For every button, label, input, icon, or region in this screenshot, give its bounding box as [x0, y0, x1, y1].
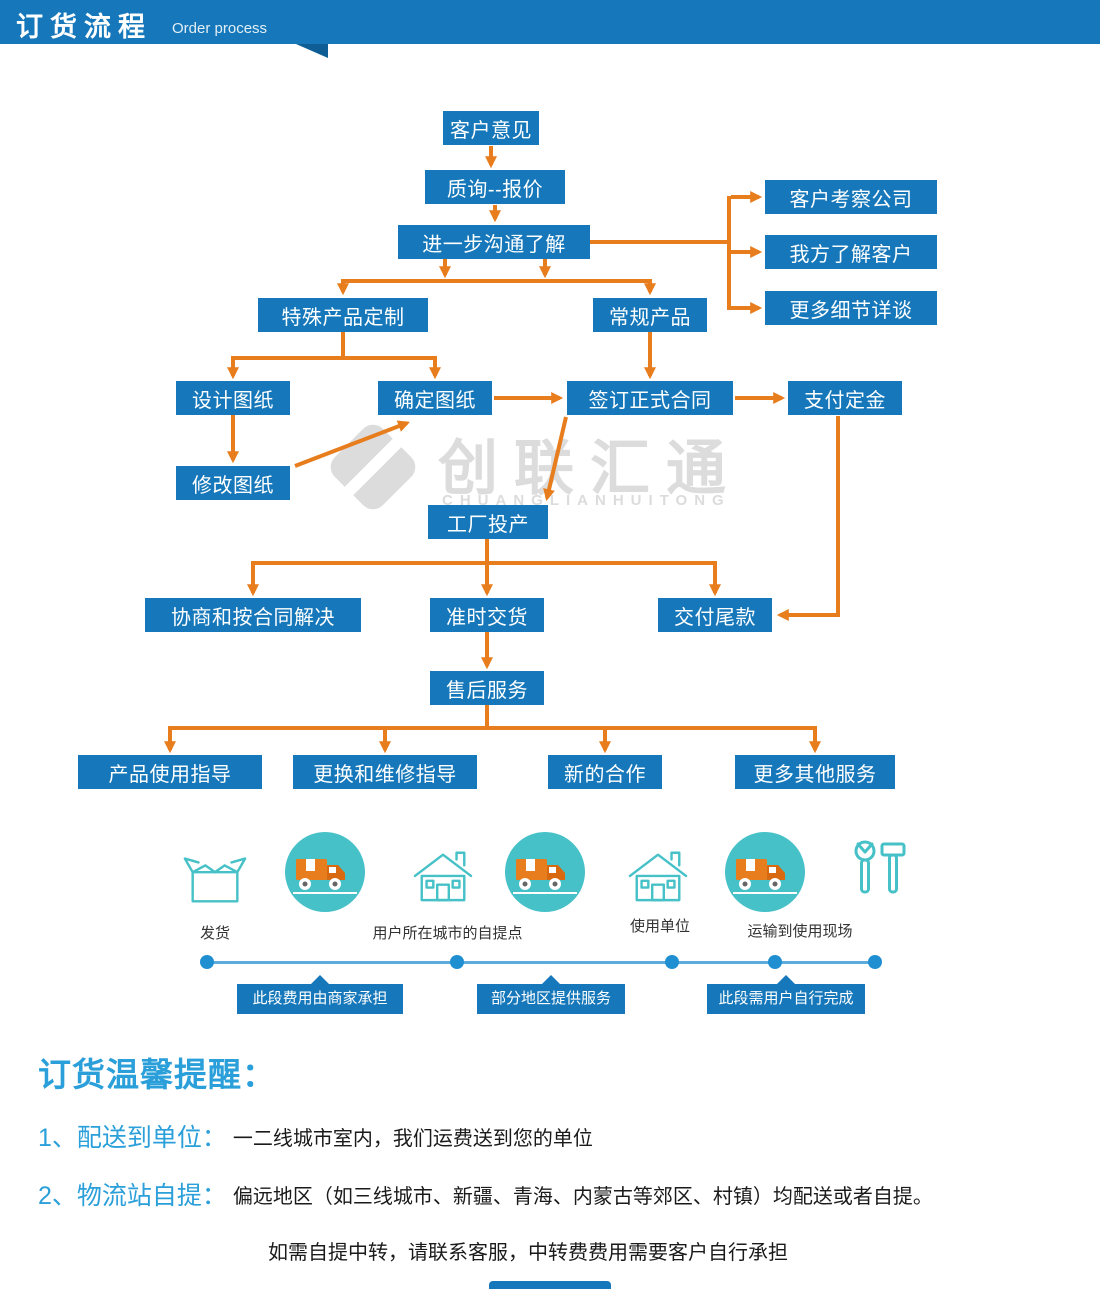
- logistics-label-shipping: 发货: [199, 925, 230, 942]
- flow-node-more-services: 更多其他服务: [735, 755, 895, 789]
- timeline-dot: [450, 955, 464, 969]
- flow-node-further-communication: 进一步沟通了解: [398, 225, 590, 259]
- watermark-subtext: CHUANGLIANHUITONG: [442, 492, 731, 509]
- flow-node-negotiate-contract: 协商和按合同解决: [145, 598, 361, 632]
- notice-item-desc: 一二线城市室内，我们运费送到您的单位: [232, 1127, 593, 1150]
- flow-node-modify-drawing: 修改图纸: [176, 466, 290, 500]
- timeline-dot: [200, 955, 214, 969]
- flow-node-aftersales-service: 售后服务: [430, 671, 544, 705]
- notice-item-pickup: 2、 物流站自提： 偏远地区（如三线城市、新疆、青海、内蒙古等郊区、村镇）均配送…: [38, 1176, 933, 1212]
- notice-item-number: 1、: [38, 1124, 77, 1152]
- ribbon-fold: [296, 44, 328, 58]
- flow-node-usage-guidance: 产品使用指导: [78, 755, 262, 789]
- flow-node-sign-contract: 签订正式合同: [567, 381, 733, 415]
- delivery-truck-icon: [285, 832, 365, 917]
- flow-node-design-drawing: 设计图纸: [176, 381, 290, 415]
- flow-node-ontime-delivery: 准时交货: [430, 598, 544, 632]
- tools-icon: [846, 836, 910, 909]
- logistics-label-pickup-point: 用户所在城市的自提点: [372, 925, 523, 942]
- notice-item-delivery: 1、 配送到单位： 一二线城市室内，我们运费送到您的单位: [38, 1118, 593, 1154]
- logistics-label-user-unit: 使用单位: [629, 918, 690, 935]
- notice-extra-line: 如需自提中转，请联系客服，中转费费用需要客户自行承担: [268, 1242, 788, 1264]
- watermark-logo: [324, 418, 422, 516]
- package-icon: [180, 845, 250, 916]
- logistics-label-transport-site: 运输到使用现场: [747, 923, 853, 940]
- flow-node-special-custom: 特殊产品定制: [258, 298, 428, 332]
- timeline: [207, 961, 875, 964]
- footer-accent: [489, 1281, 611, 1289]
- house-icon: [408, 846, 478, 909]
- notice-item-desc: 偏远地区（如三线城市、新疆、青海、内蒙古等郊区、村镇）均配送或者自提。: [232, 1185, 933, 1208]
- page-title: 订货流程: [16, 12, 152, 42]
- notice-item-term: 物流站自提：: [76, 1182, 227, 1210]
- flow-node-factory-production: 工厂投产: [428, 505, 548, 539]
- callout-merchant-pays: 此段费用由商家承担: [237, 975, 403, 1014]
- flow-node-customer-visit: 客户考察公司: [765, 180, 937, 214]
- watermark-text: 创联汇通: [438, 435, 742, 502]
- flow-node-replace-repair: 更换和维修指导: [293, 755, 477, 789]
- callout-partial-service: 部分地区提供服务: [477, 975, 625, 1014]
- timeline-dot: [868, 955, 882, 969]
- flow-node-more-details: 更多细节详谈: [765, 291, 937, 325]
- flow-node-inquiry-quote: 质询--报价: [425, 170, 565, 204]
- flow-node-know-customer: 我方了解客户: [765, 235, 937, 269]
- flow-node-pay-deposit: 支付定金: [788, 381, 902, 415]
- delivery-truck-icon: [505, 832, 585, 917]
- flow-node-regular-product: 常规产品: [593, 298, 707, 332]
- delivery-truck-icon: [725, 832, 805, 917]
- timeline-dot: [665, 955, 679, 969]
- house-icon: [623, 846, 693, 909]
- notice-item-term: 配送到单位：: [76, 1124, 227, 1152]
- flow-node-confirm-drawing: 确定图纸: [378, 381, 492, 415]
- flow-node-customer-opinion: 客户意见: [443, 111, 539, 145]
- header-banner: 订货流程 Order process: [0, 0, 1100, 44]
- notice-title: 订货温馨提醒：: [38, 1056, 276, 1093]
- flow-node-new-cooperation: 新的合作: [548, 755, 662, 789]
- notice-item-number: 2、: [38, 1182, 77, 1210]
- timeline-dot: [768, 955, 782, 969]
- callout-user-completes: 此段需用户自行完成: [707, 975, 865, 1014]
- page-subtitle: Order process: [172, 20, 268, 37]
- flow-node-pay-balance: 交付尾款: [658, 598, 772, 632]
